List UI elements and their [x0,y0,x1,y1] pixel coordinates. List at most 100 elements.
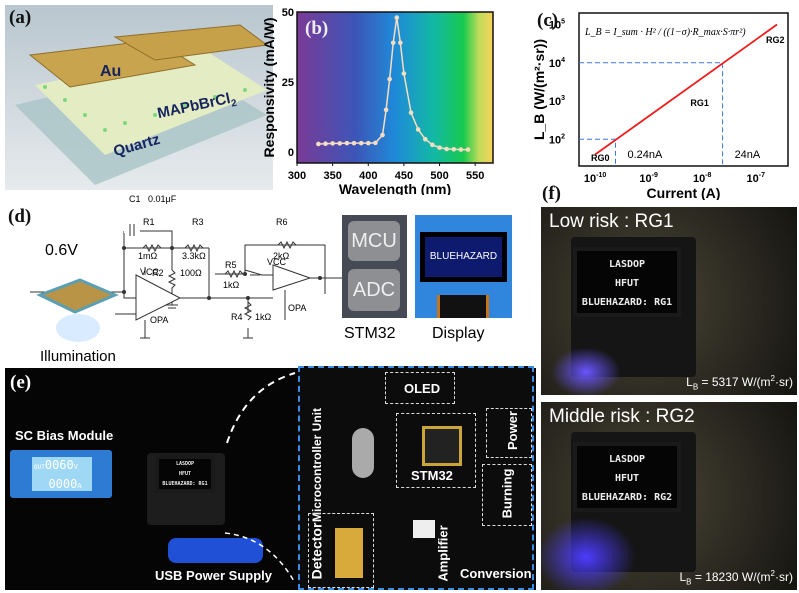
x-tick-label: 350 [323,170,341,182]
x-tick-label: 300 [288,170,306,182]
x-axis-label: Current (A) [647,185,721,200]
x-tick-label: 550 [466,170,484,182]
detector-pad [335,528,363,578]
r2-value: 100Ω [180,268,202,278]
data-point [437,145,442,150]
x-tick-label: 450 [395,170,413,182]
radiance-value: LB = 5317 W/(m2·sr) [686,373,793,391]
data-point [323,141,328,147]
panel-label: (d) [8,206,32,227]
r5-label: R5 [225,260,237,270]
sc-bias-label: SC Bias Module [15,428,114,443]
r1-value: 1mΩ [138,251,158,261]
panel-d-circuit: (d) 0.6V Illumination C1 0.01μF R1 1mΩ R… [0,190,540,365]
r3-value: 3.3kΩ [182,251,206,261]
pcb-detector-label: Detector [308,522,325,580]
usb-power-label: USB Power Supply [155,568,273,583]
x-axis-label: Wavelength (nm) [339,181,451,195]
r2-label: R2 [152,268,164,278]
risk-title: Middle risk : RG2 [549,406,695,427]
r3-label: R3 [192,217,204,227]
y-axis-label: Responsivity (mA/W) [262,17,277,157]
data-point [390,40,396,46]
risk-title: Low risk : RG1 [549,211,674,232]
threshold-line [579,62,724,166]
r4-value: 1kΩ [255,312,272,322]
lcd-readout: OUT0060V 0000A [32,457,92,491]
panel-label: (e) [10,372,32,393]
data-point [358,140,364,146]
data-point [465,147,471,152]
data-point [394,15,400,20]
x-tick-label: 400 [359,170,377,182]
mcu-block: MCU [348,221,400,261]
data-point [365,140,371,146]
data-point [337,141,343,146]
stm32-chip [422,426,462,466]
bias-voltage-label: 0.6V [45,242,78,259]
y-tick-label: 102 [549,133,565,146]
panel-label: (b) [305,18,329,39]
x-tick-label: 500 [430,170,448,182]
c1-label: C1 0.01μF [129,194,177,204]
y-tick-label: 0 [288,147,294,159]
data-point [351,140,357,146]
data-point [444,146,449,152]
data-point [383,107,389,113]
display-screen: BLUEHAZARD [420,232,507,282]
x-tick-label: 10-7 [747,172,766,185]
panel-label: (a) [9,7,32,28]
threshold-label: 24nA [735,149,761,161]
region-label: RG0 [591,153,610,163]
data-point [316,141,321,147]
data-point [408,110,414,115]
opa-label: OPA [288,303,307,313]
r5-value: 1kΩ [223,280,240,290]
data-point [430,142,435,148]
panel-label: (f) [542,183,561,204]
data-point [330,141,335,146]
illumination-label: Illumination [40,348,116,365]
pcb-layout: OLED STM32 Power Burning Microcontroller… [298,366,534,590]
r6-label: R6 [276,217,288,227]
region-label: RG1 [690,98,709,108]
data-point [344,140,350,146]
display-text: BLUEHAZARD [425,237,502,277]
opa-label: OPA [150,315,169,325]
threshold-label: 0.24nA [627,149,663,161]
amplifier-chip [413,520,435,538]
pcb-mcu-unit-label: Microcontroller Unit [310,407,325,523]
pcb-stm32-label: STM32 [411,468,453,483]
data-point [398,40,403,46]
y-tick-label: 103 [549,95,565,108]
region-label: RG2 [766,35,785,45]
plot-area [296,11,494,164]
vcc-label: VCC [267,257,287,267]
usb-power-supply [168,538,263,563]
y-tick-label: 50 [282,7,294,19]
r6-value: 2kΩ [273,251,290,261]
display-label: Display [432,325,485,342]
data-point [387,76,392,82]
vcc-label: VCC [140,267,160,277]
panel-label: (c) [537,10,559,31]
layer-au-label: Au [100,63,122,80]
display-module: BLUEHAZARD [415,215,512,318]
data-point [373,140,378,146]
x-tick-label: 10-8 [693,172,712,185]
pcb-burning-label: Burning [499,468,515,519]
device-3d-illustration [15,24,269,185]
data-point [401,71,407,76]
radiance-line [594,23,778,156]
stm32-block: MCU ADC [342,215,407,318]
y-tick-label: 105 [549,19,565,32]
panel-a-device-illustration: (a) Au MAPbBrCl2 Quartz [5,5,273,190]
radiance-value: LB = 18230 W/(m2·sr) [679,568,793,586]
